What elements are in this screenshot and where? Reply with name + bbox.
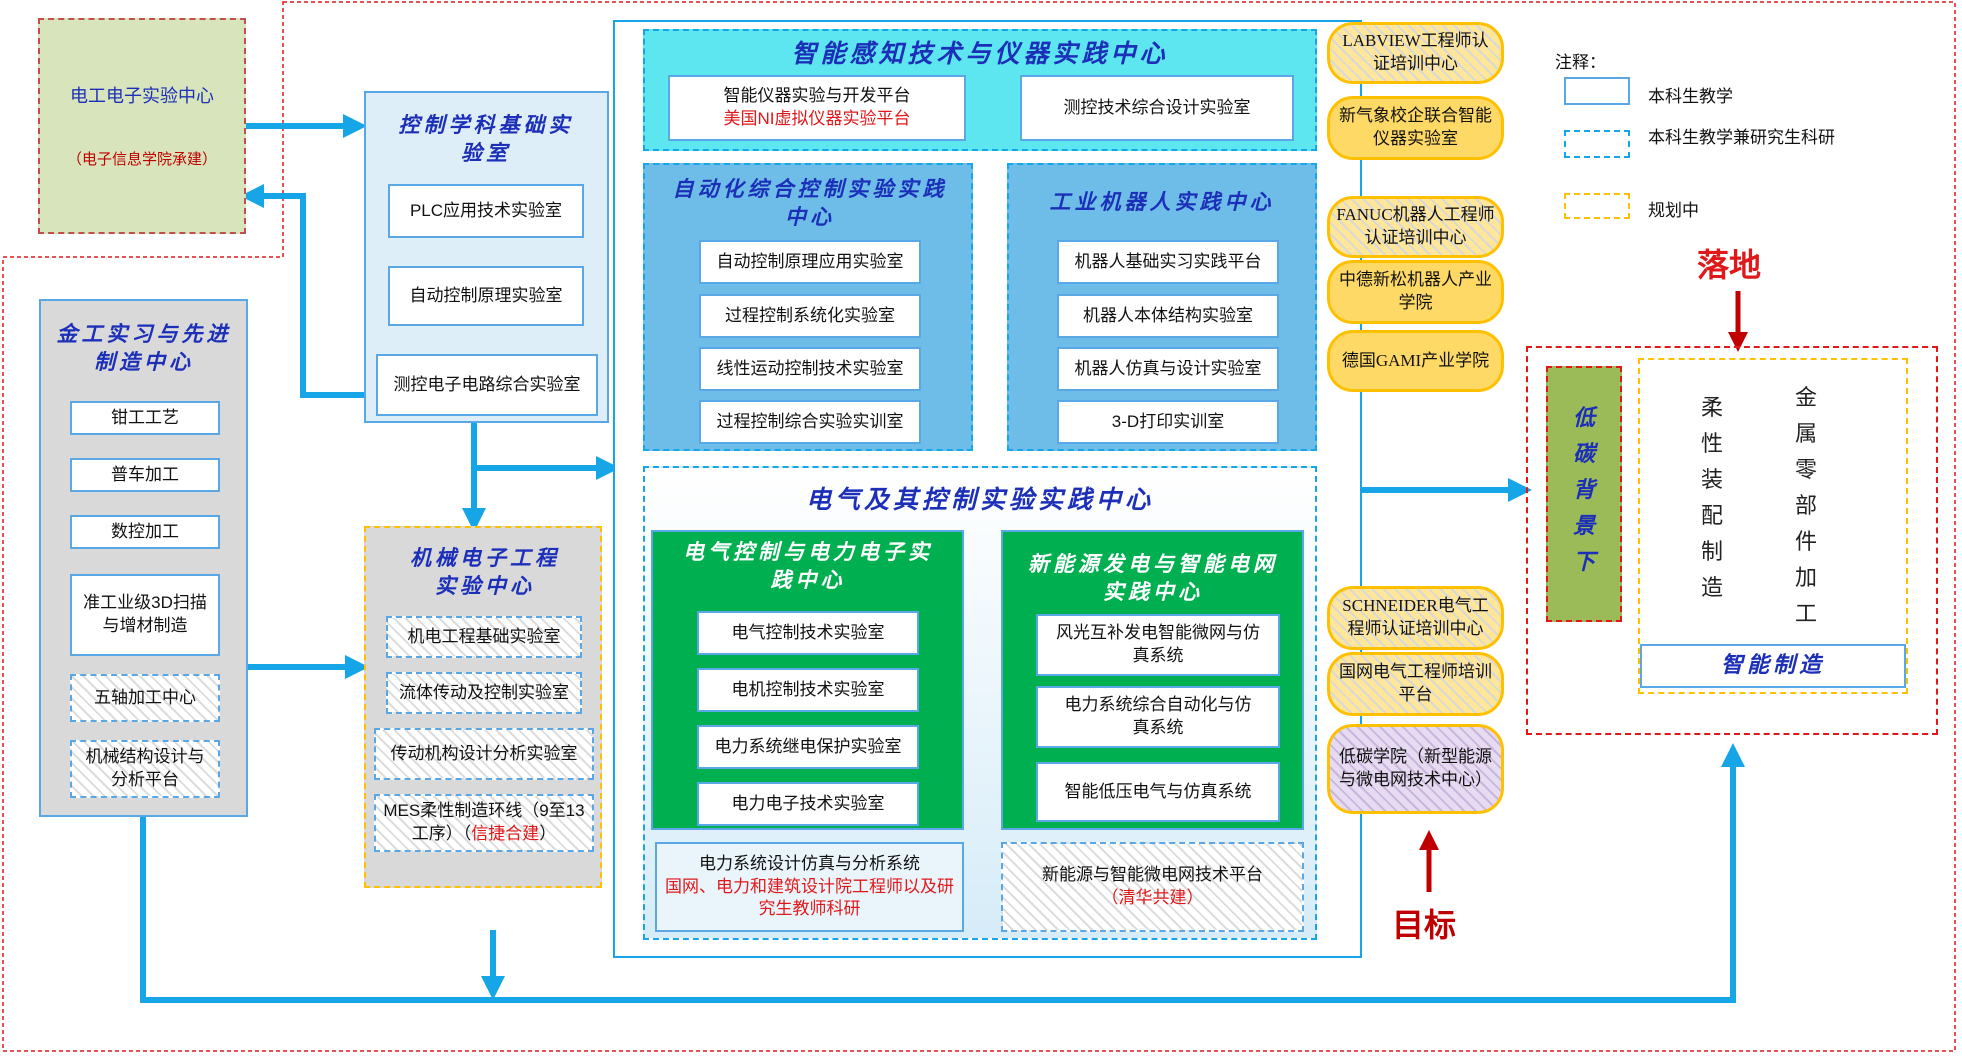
- legend-title: 注释：: [1555, 53, 1606, 72]
- low-carbon-bar: [1546, 366, 1622, 622]
- metalwork-center: [39, 299, 248, 817]
- flex-char: 柔: [1700, 395, 1723, 420]
- metal-char: 金: [1794, 385, 1817, 410]
- newenergy-title: 新能源发电与智能电网实践中心: [1028, 550, 1278, 604]
- pill-xinqixiang: 新气象校企联合智能仪器实验室: [1327, 96, 1504, 160]
- flex-assembly-text: 柔 性 装 配 制 造: [1692, 390, 1732, 606]
- metal-char: 加: [1794, 565, 1817, 590]
- mes-partner: 信捷合建: [471, 823, 540, 843]
- epe-title: 电气控制与电力电子实践中心: [683, 538, 933, 592]
- pill-state-grid: 国网电气工程师培训平台: [1327, 652, 1504, 716]
- metalwork-item: 准工业级3D扫描与增材制造: [70, 574, 220, 656]
- legend-swatch-gold: [1564, 193, 1630, 219]
- flex-char: 装: [1700, 467, 1723, 492]
- power-sim-line2: 国网、电力和建筑设计院工程师以及研究生教师科研: [665, 876, 954, 919]
- metalwork-item: 普车加工: [70, 458, 220, 492]
- pill-labview: LABVIEW工程师认证培训中心: [1327, 22, 1504, 84]
- mes-line: MES柔性制造环线（9至13工序）（信捷合建）: [374, 794, 594, 852]
- epe-item: 电气控制技术实验室: [697, 611, 919, 655]
- smart-sensing-title: 智能感知技术与仪器实践中心: [791, 39, 1169, 69]
- newenergy-item: 风光互补发电智能微网与仿真系统: [1036, 614, 1280, 676]
- metal-char: 件: [1794, 529, 1817, 554]
- robot-item: 机器人本体结构实验室: [1057, 294, 1279, 338]
- legend-swatch-dashed: [1564, 130, 1630, 158]
- robot-item: 机器人基础实习实践平台: [1057, 240, 1279, 284]
- mes-main: MES柔性制造环线（9至13工序）（: [383, 801, 585, 843]
- microgrid-line1: 新能源与智能微电网技术平台: [1042, 865, 1263, 885]
- low-carbon-char: 背: [1572, 477, 1595, 503]
- legend-label: 规划中: [1648, 201, 1699, 220]
- pill-sino-german: 中德新松机器人产业学院: [1327, 260, 1504, 324]
- automation-item: 过程控制综合实验实训室: [699, 400, 921, 444]
- control-lab-item: 自动控制原理实验室: [388, 266, 584, 326]
- power-sim-line1: 电力系统设计仿真与分析系统: [699, 853, 920, 873]
- low-carbon-text: 低 碳 背 景 下: [1546, 400, 1622, 580]
- low-carbon-char: 景: [1572, 513, 1595, 539]
- pill-low-carbon: 低碳学院（新型能源与微电网技术中心）: [1327, 724, 1504, 814]
- metal-char: 部: [1794, 493, 1817, 518]
- flex-char: 制: [1700, 539, 1723, 564]
- low-carbon-char: 下: [1572, 549, 1595, 575]
- metalwork-item: 数控加工: [70, 515, 220, 549]
- destination-frame: [1526, 346, 1938, 735]
- epe-item: 电机控制技术实验室: [697, 668, 919, 712]
- newenergy-item: 智能低压电气与仿真系统: [1036, 762, 1280, 822]
- epe-item: 电力系统继电保护实验室: [697, 725, 919, 769]
- mes-end: ）: [539, 823, 557, 843]
- automation-item: 线性运动控制技术实验室: [699, 347, 921, 391]
- target-label: 目标: [1392, 907, 1457, 943]
- metal-char: 工: [1794, 601, 1817, 626]
- measure-control-lab: 测控技术综合设计实验室: [1020, 75, 1294, 141]
- metal-parts-text: 金 属 零 部 件 加 工: [1786, 380, 1826, 632]
- smart-instrument-platform: 智能仪器实验与开发平台 美国NI虚拟仪器实验平台: [668, 75, 966, 141]
- pill-schneider: SCHNEIDER电气工程师认证培训中心: [1327, 586, 1504, 650]
- robot-item: 机器人仿真与设计实验室: [1057, 347, 1279, 391]
- intelligent-manufacturing-label: 智能制造: [1640, 644, 1906, 688]
- metalwork-item: 五轴加工中心: [70, 674, 220, 722]
- metalwork-title: 金工实习与先进制造中心: [56, 320, 232, 374]
- ee-lab-center: 电工电子实验中心 （电子信息学院承建）: [38, 18, 246, 234]
- flex-char: 性: [1700, 431, 1723, 456]
- metal-char: 零: [1794, 457, 1817, 482]
- mechatronics-item: 传动机构设计分析实验室: [374, 728, 594, 780]
- automation-item: 自动控制原理应用实验室: [699, 240, 921, 284]
- mechatronics-item: 机电工程基础实验室: [386, 616, 582, 658]
- control-lab-title: 控制学科基础实验室: [398, 111, 574, 165]
- microgrid-line2: （清华共建）: [1101, 888, 1204, 907]
- flex-char: 造: [1700, 575, 1723, 600]
- control-lab-item: 测控电子电路综合实验室: [376, 354, 598, 416]
- smart-manufacturing-frame: [1638, 358, 1908, 694]
- low-carbon-char: 碳: [1572, 441, 1595, 467]
- legend-swatch-solid: [1564, 77, 1630, 105]
- metal-char: 属: [1794, 421, 1817, 446]
- control-lab-item: PLC应用技术实验室: [388, 184, 584, 238]
- automation-item: 过程控制系统化实验室: [699, 294, 921, 338]
- low-carbon-char: 低: [1572, 405, 1595, 431]
- ee-lab-title: 电工电子实验中心: [70, 86, 214, 106]
- legend-label: 本科生教学: [1648, 87, 1733, 106]
- smart-platform-line1: 智能仪器实验与开发平台: [723, 86, 911, 106]
- ee-lab-sub: （电子信息学院承建）: [66, 151, 217, 168]
- robot-title: 工业机器人实践中心: [1049, 188, 1275, 214]
- newenergy-item: 电力系统综合自动化与仿真系统: [1036, 686, 1280, 748]
- metalwork-item: 钳工工艺: [70, 401, 220, 435]
- pill-fanuc: FANUC机器人工程师认证培训中心: [1327, 196, 1504, 258]
- automation-title: 自动化综合控制实验实践中心: [672, 175, 948, 229]
- pill-gami: 德国GAMI产业学院: [1327, 330, 1504, 392]
- metalwork-item: 机械结构设计与分析平台: [70, 740, 220, 798]
- flex-char: 配: [1700, 503, 1723, 528]
- microgrid-platform: 新能源与智能微电网技术平台 （清华共建）: [1001, 842, 1304, 932]
- mechatronics-item: 流体传动及控制实验室: [386, 672, 582, 714]
- mechatronics-title: 机械电子工程实验中心: [410, 544, 560, 598]
- smart-platform-line2: 美国NI虚拟仪器实验平台: [723, 109, 911, 128]
- electrical-title: 电气及其控制实验实践中心: [805, 485, 1154, 515]
- landing-label: 落地: [1697, 247, 1762, 283]
- epe-item: 电力电子技术实验室: [697, 782, 919, 826]
- power-system-sim: 电力系统设计仿真与分析系统 国网、电力和建筑设计院工程师以及研究生教师科研: [655, 842, 964, 932]
- robot-item: 3-D打印实训室: [1057, 400, 1279, 444]
- legend-label: 本科生教学兼研究生科研: [1648, 128, 1835, 147]
